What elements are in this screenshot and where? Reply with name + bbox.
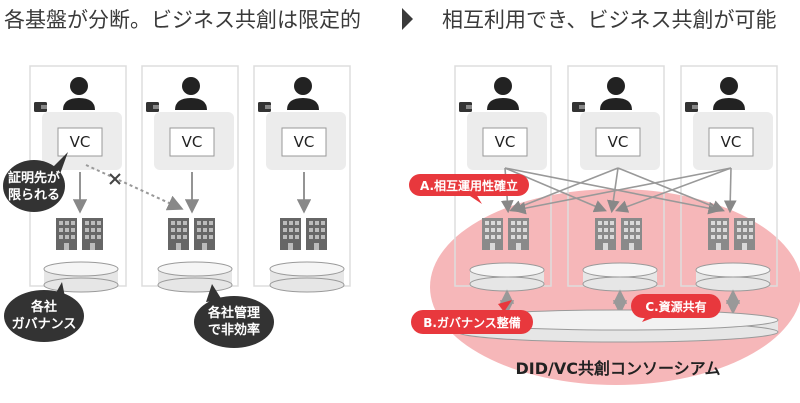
callout-resource-sharing: C.資源共有 xyxy=(631,294,721,322)
svg-text:限られる: 限られる xyxy=(8,188,60,203)
vc-label: VC xyxy=(182,133,203,151)
person-icon xyxy=(63,77,95,110)
svg-text:で非効率: で非効率 xyxy=(208,322,260,338)
svg-text:C.資源共有: C.資源共有 xyxy=(645,299,706,314)
right-title: 相互利用でき、ビジネス共創が可能 xyxy=(442,8,777,32)
wallet-icon xyxy=(685,102,698,112)
wallet-icon xyxy=(34,102,47,112)
left-column-1: VC xyxy=(29,65,127,293)
right-column-3: VC xyxy=(680,65,778,287)
left-column-3: VC xyxy=(253,65,351,293)
wallet-icon xyxy=(146,102,159,112)
building-icon xyxy=(708,218,729,250)
building-icon xyxy=(82,218,103,250)
svg-text:各社管理: 各社管理 xyxy=(207,305,260,321)
vc-label: VC xyxy=(294,133,315,151)
wallet-icon xyxy=(572,102,585,112)
person-icon xyxy=(487,77,519,110)
building-icon xyxy=(595,218,616,250)
building-icon xyxy=(508,218,529,250)
vc-card xyxy=(169,127,215,157)
svg-text:B.ガバナンス整備: B.ガバナンス整備 xyxy=(423,315,520,330)
callout-inefficient-mgmt: 各社管理 で非効率 xyxy=(194,284,274,348)
svg-text:各社: 各社 xyxy=(30,299,57,315)
person-icon xyxy=(175,77,207,110)
building-icon xyxy=(734,218,755,250)
cross-mark-icon xyxy=(109,173,121,185)
person-icon xyxy=(713,77,745,110)
left-column-2: VC xyxy=(141,65,239,293)
svg-text:ガバナンス: ガバナンス xyxy=(12,317,77,332)
vc-card xyxy=(57,127,103,157)
vc-card xyxy=(595,127,641,157)
vc-label: VC xyxy=(495,133,516,151)
database-icon xyxy=(157,261,233,293)
building-icon xyxy=(306,218,327,250)
transition-arrow-icon xyxy=(402,8,413,30)
building-icon xyxy=(56,218,77,250)
person-icon xyxy=(287,77,319,110)
wallet-icon xyxy=(459,102,472,112)
building-icon xyxy=(621,218,642,250)
wallet-icon xyxy=(258,102,271,112)
consortium-label: DID/VC共創コンソーシアム xyxy=(515,359,720,378)
database-icon xyxy=(43,261,119,293)
blocked-dotted-arrow xyxy=(85,164,184,211)
building-icon xyxy=(482,218,503,250)
vc-card xyxy=(482,127,528,157)
vc-label: VC xyxy=(721,133,742,151)
left-title: 各基盤が分断。ビジネス共創は限定的 xyxy=(4,8,361,32)
callout-governance: B.ガバナンス整備 xyxy=(411,300,533,334)
vc-label: VC xyxy=(70,133,91,151)
database-icon xyxy=(695,262,771,292)
callout-cert-limited: 証明先が 限られる xyxy=(3,152,68,212)
building-icon xyxy=(168,218,189,250)
vc-card xyxy=(281,127,327,157)
person-icon xyxy=(600,77,632,110)
vc-card xyxy=(708,127,754,157)
svg-text:証明先が: 証明先が xyxy=(8,170,60,186)
building-icon xyxy=(280,218,301,250)
database-icon xyxy=(582,262,658,292)
vc-label: VC xyxy=(608,133,629,151)
building-icon xyxy=(194,218,215,250)
callout-each-governance: 各社 ガバナンス xyxy=(4,282,84,342)
callout-interop: A.相互運用性確立 xyxy=(409,174,529,204)
database-icon xyxy=(469,262,545,292)
database-icon xyxy=(269,261,345,293)
svg-text:A.相互運用性確立: A.相互運用性確立 xyxy=(420,178,518,193)
